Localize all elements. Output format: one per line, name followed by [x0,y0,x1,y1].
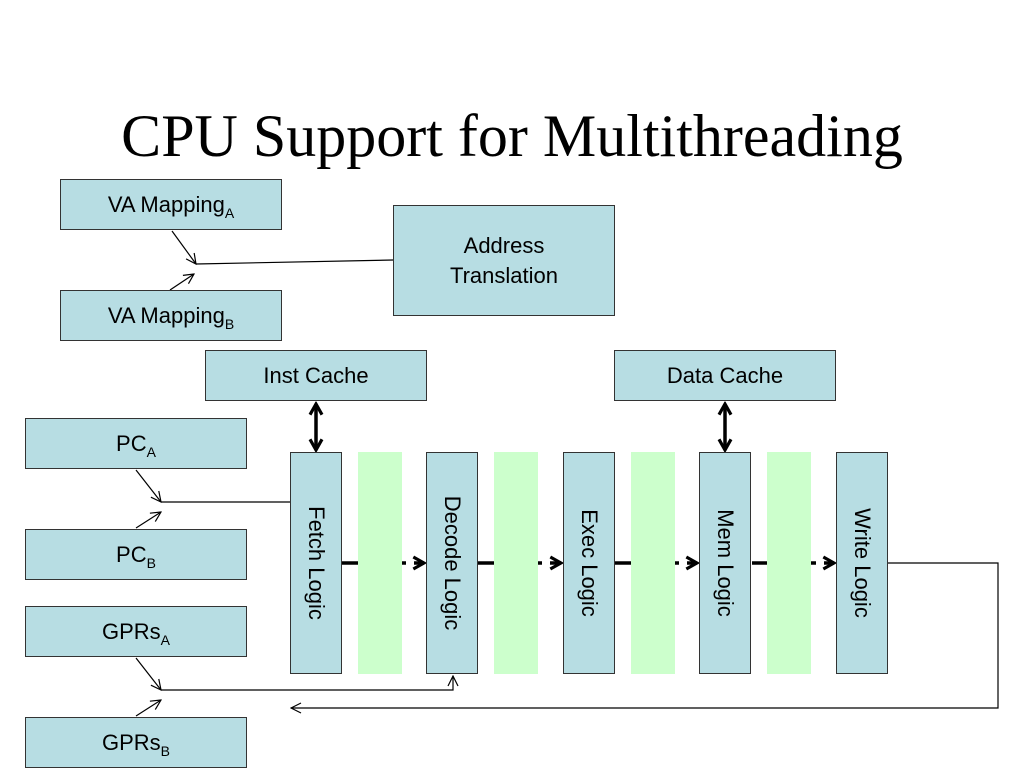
pipeline-latch-2 [494,452,538,674]
slide-title: CPU Support for Multithreading [121,103,903,169]
va-mapping-b-subscript: B [224,315,235,332]
inst-cache-label: Inst Cache [263,362,369,388]
gprs-b-box: GPRsB [25,717,247,768]
gprs-a-select-arrow [135,657,161,690]
va-a-select-arrow [171,230,196,264]
pipeline-latch-3 [631,452,675,674]
fetch-logic-stage: Fetch Logic [290,452,342,674]
gprs-to-decode-line [161,676,453,691]
decode-logic-label: Decode Logic [440,495,465,631]
pipeline-latch-4 [767,452,811,674]
gprs-b-subscript: B [160,742,171,759]
pc-b-box: PCB [25,529,247,580]
mem-logic-stage: Mem Logic [699,452,751,674]
pc-a-select-arrow [135,469,161,502]
pc-b-select-arrow [135,512,161,529]
gprs-b-select-arrow [135,700,161,717]
fetch-logic-label: Fetch Logic [304,506,329,620]
data-cache-label: Data Cache [666,362,784,388]
gprs-b-label: GPRs [101,729,161,755]
address-translation-line2: Translation [449,262,558,288]
decode-logic-stage: Decode Logic [426,452,478,674]
write-logic-stage: Write Logic [836,452,888,674]
address-translation-line1: Address [463,232,545,258]
gprs-a-box: GPRsA [25,606,247,657]
mem-logic-label: Mem Logic [713,509,738,617]
gprs-a-label: GPRs [101,618,161,644]
va-mapping-a-subscript: A [224,204,235,221]
va-to-address-line [195,259,394,265]
va-mapping-b-box: VA MappingB [60,290,282,341]
gprs-a-subscript: A [160,631,171,648]
va-mapping-b-label: VA Mapping [107,302,225,328]
address-translation-box: Address Translation [393,205,615,316]
pc-b-subscript: B [146,554,156,571]
inst-cache-box: Inst Cache [205,350,427,401]
pc-a-subscript: A [146,443,156,460]
pc-a-label: PC [116,430,147,456]
writeback-loop-line [291,562,999,708]
va-mapping-a-label: VA Mapping [107,191,225,217]
pipeline-latch-1 [358,452,402,674]
pc-a-box: PCA [25,418,247,469]
data-cache-box: Data Cache [614,350,836,401]
va-mapping-a-box: VA MappingA [60,179,282,230]
exec-logic-stage: Exec Logic [563,452,615,674]
write-logic-label: Write Logic [850,508,875,618]
pc-b-label: PC [116,541,147,567]
exec-logic-label: Exec Logic [577,509,602,617]
va-b-select-arrow [169,274,194,291]
